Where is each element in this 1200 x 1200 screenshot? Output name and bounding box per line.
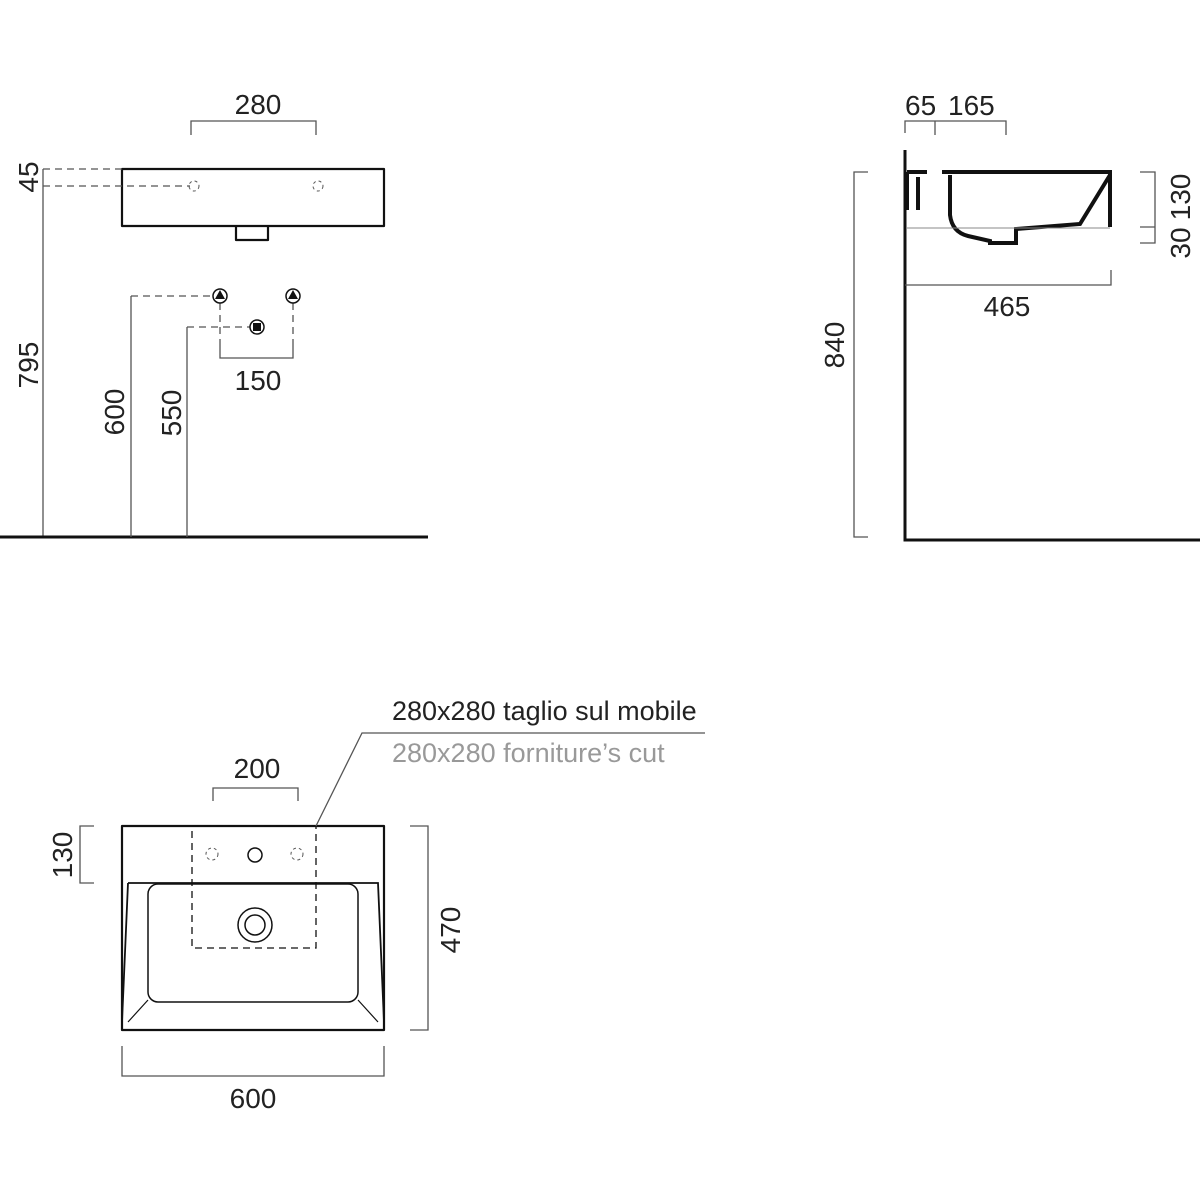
dimension-line bbox=[853, 171, 868, 538]
tap-hole-icon bbox=[205, 847, 219, 861]
dim-label: 280 bbox=[235, 89, 282, 120]
extension-line bbox=[187, 303, 294, 345]
dim-label: 130 bbox=[47, 832, 78, 879]
drain-outlet bbox=[234, 226, 270, 242]
dimension-line bbox=[219, 345, 294, 359]
dimension-line bbox=[904, 120, 1007, 135]
extension-line bbox=[43, 168, 190, 187]
tap-hole-icon bbox=[312, 180, 324, 192]
bowl-outer-edge bbox=[121, 882, 385, 1023]
drain-inner-icon bbox=[244, 914, 266, 936]
dimension-line bbox=[410, 825, 429, 1031]
dimension-line bbox=[212, 787, 299, 801]
front-view: 280 45 795 600 550 150 bbox=[0, 89, 428, 539]
dim-label: 65 bbox=[905, 90, 936, 121]
dimension-line bbox=[190, 120, 317, 135]
dim-label: 840 bbox=[819, 322, 850, 369]
drain-icon bbox=[237, 907, 273, 943]
basin-front-outline bbox=[120, 167, 386, 228]
dim-label: 465 bbox=[984, 291, 1031, 322]
dimension-line bbox=[121, 1046, 385, 1077]
dim-label: 550 bbox=[156, 390, 187, 437]
dim-label: 600 bbox=[230, 1083, 277, 1114]
cut-note-italian: 280x280 taglio sul mobile bbox=[392, 696, 697, 726]
water-supply-icon bbox=[212, 288, 228, 304]
tap-hole-icon bbox=[188, 180, 200, 192]
dim-label: 150 bbox=[235, 365, 282, 396]
dim-label: 200 bbox=[234, 753, 281, 784]
plan-view: 280x280 taglio sul mobile 280x280 fornit… bbox=[47, 696, 705, 1114]
bowl-corner-line bbox=[127, 999, 379, 1023]
dim-label: 45 bbox=[13, 161, 44, 192]
wall-and-floor bbox=[903, 150, 1200, 542]
bowl-inner bbox=[147, 883, 359, 1003]
dimension-line bbox=[905, 270, 1112, 286]
waste-outlet-icon bbox=[249, 319, 265, 335]
tap-hole-icon bbox=[290, 847, 304, 861]
dim-label: 600 bbox=[99, 389, 130, 436]
basin-section bbox=[905, 170, 1112, 245]
water-supply-icon bbox=[285, 288, 301, 304]
dim-label: 470 bbox=[435, 907, 466, 954]
dimension-line bbox=[1140, 171, 1156, 244]
dim-label: 795 bbox=[13, 342, 44, 389]
cut-out-area bbox=[191, 825, 317, 949]
side-view: 65 165 840 465 30 130 bbox=[819, 90, 1200, 542]
tap-hole-icon bbox=[247, 847, 263, 863]
leader-line bbox=[315, 732, 705, 827]
dim-label: 30 bbox=[1165, 227, 1196, 258]
cut-note-english: 280x280 forniture’s cut bbox=[392, 738, 665, 768]
dim-label: 165 bbox=[948, 90, 995, 121]
dimension-line bbox=[79, 825, 94, 884]
dim-label: 130 bbox=[1165, 174, 1196, 221]
